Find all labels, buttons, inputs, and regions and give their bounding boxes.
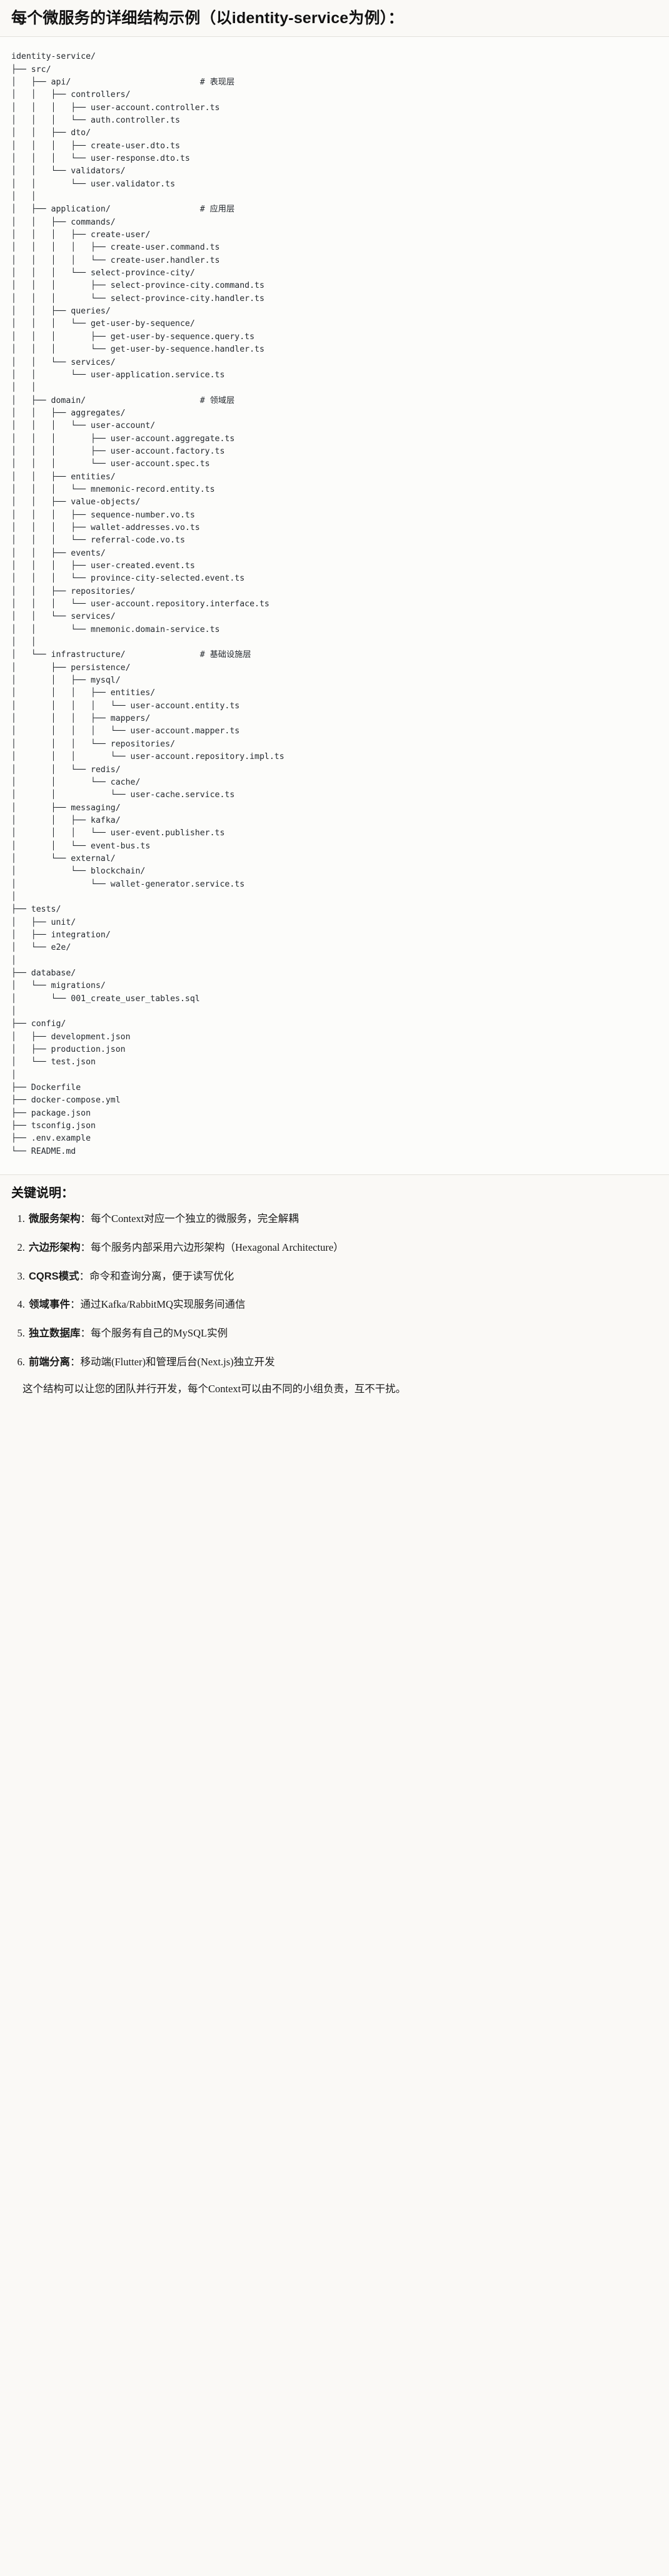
- note-body: ：每个Context对应一个独立的微服务，完全解耦: [80, 1213, 299, 1225]
- note-term: 前端分离: [29, 1356, 70, 1368]
- note-body: ：每个服务内部采用六边形架构（Hexagonal Architecture）: [80, 1241, 344, 1253]
- note-term: 六边形架构: [29, 1241, 81, 1253]
- list-item: 六边形架构：每个服务内部采用六边形架构（Hexagonal Architectu…: [28, 1240, 658, 1256]
- note-term: 微服务架构: [29, 1213, 81, 1225]
- note-body: ：每个服务有自己的MySQL实例: [80, 1327, 228, 1340]
- list-item: 独立数据库：每个服务有自己的MySQL实例: [28, 1326, 658, 1341]
- closing-paragraph: 这个结构可以让您的团队并行开发，每个Context可以由不同的小组负责，互不干扰…: [23, 1382, 406, 1395]
- list-item: 微服务架构：每个Context对应一个独立的微服务，完全解耦: [28, 1211, 658, 1227]
- key-notes-title: 关键说明：: [11, 1186, 74, 1201]
- directory-tree-block: identity-service/ ├── src/ │ ├── api/ # …: [0, 37, 669, 1175]
- list-item: 前端分离：移动端(Flutter)和管理后台(Next.js)独立开发: [28, 1355, 658, 1370]
- key-notes-section: 关键说明： 微服务架构：每个Context对应一个独立的微服务，完全解耦 六边形…: [0, 1175, 669, 1416]
- document-page: 每个微服务的详细结构示例（以identity-service为例）： ident…: [0, 0, 669, 1415]
- note-body: ：命令和查询分离，便于读写优化: [79, 1270, 234, 1282]
- page-title: 每个微服务的详细结构示例（以identity-service为例）：: [11, 9, 404, 27]
- note-term: 领域事件: [29, 1299, 70, 1311]
- list-item: CQRS模式：命令和查询分离，便于读写优化: [28, 1269, 658, 1285]
- directory-tree: identity-service/ ├── src/ │ ├── api/ # …: [11, 52, 284, 1156]
- note-body: ：通过Kafka/RabbitMQ实现服务间通信: [70, 1298, 246, 1311]
- tree-divider: [0, 1174, 669, 1176]
- note-term: 独立数据库: [29, 1328, 81, 1340]
- note-body: ：移动端(Flutter)和管理后台(Next.js)独立开发: [70, 1355, 275, 1368]
- key-notes-list: 微服务架构：每个Context对应一个独立的微服务，完全解耦 六边形架构：每个服…: [11, 1211, 658, 1370]
- list-item: 领域事件：通过Kafka/RabbitMQ实现服务间通信: [28, 1297, 658, 1313]
- note-term: CQRS模式: [29, 1270, 79, 1282]
- title-divider: [0, 36, 669, 38]
